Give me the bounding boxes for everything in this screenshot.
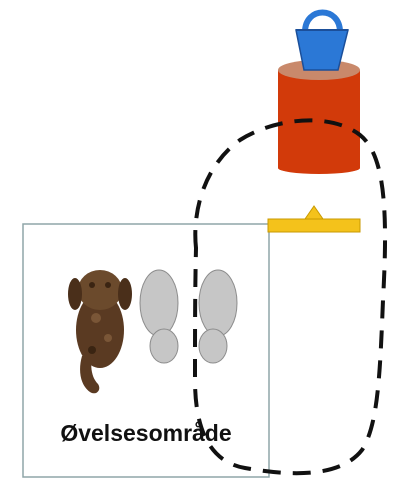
practice-area-label: Øvelsesområde [60, 420, 232, 446]
practice-area-box [22, 223, 270, 478]
footprints-icon [139, 269, 238, 364]
platform-icon [267, 205, 361, 233]
dog-topview-icon [68, 270, 132, 394]
barrel-icon [278, 60, 360, 174]
dashed-route-path [192, 118, 387, 476]
bucket-icon [295, 9, 349, 71]
